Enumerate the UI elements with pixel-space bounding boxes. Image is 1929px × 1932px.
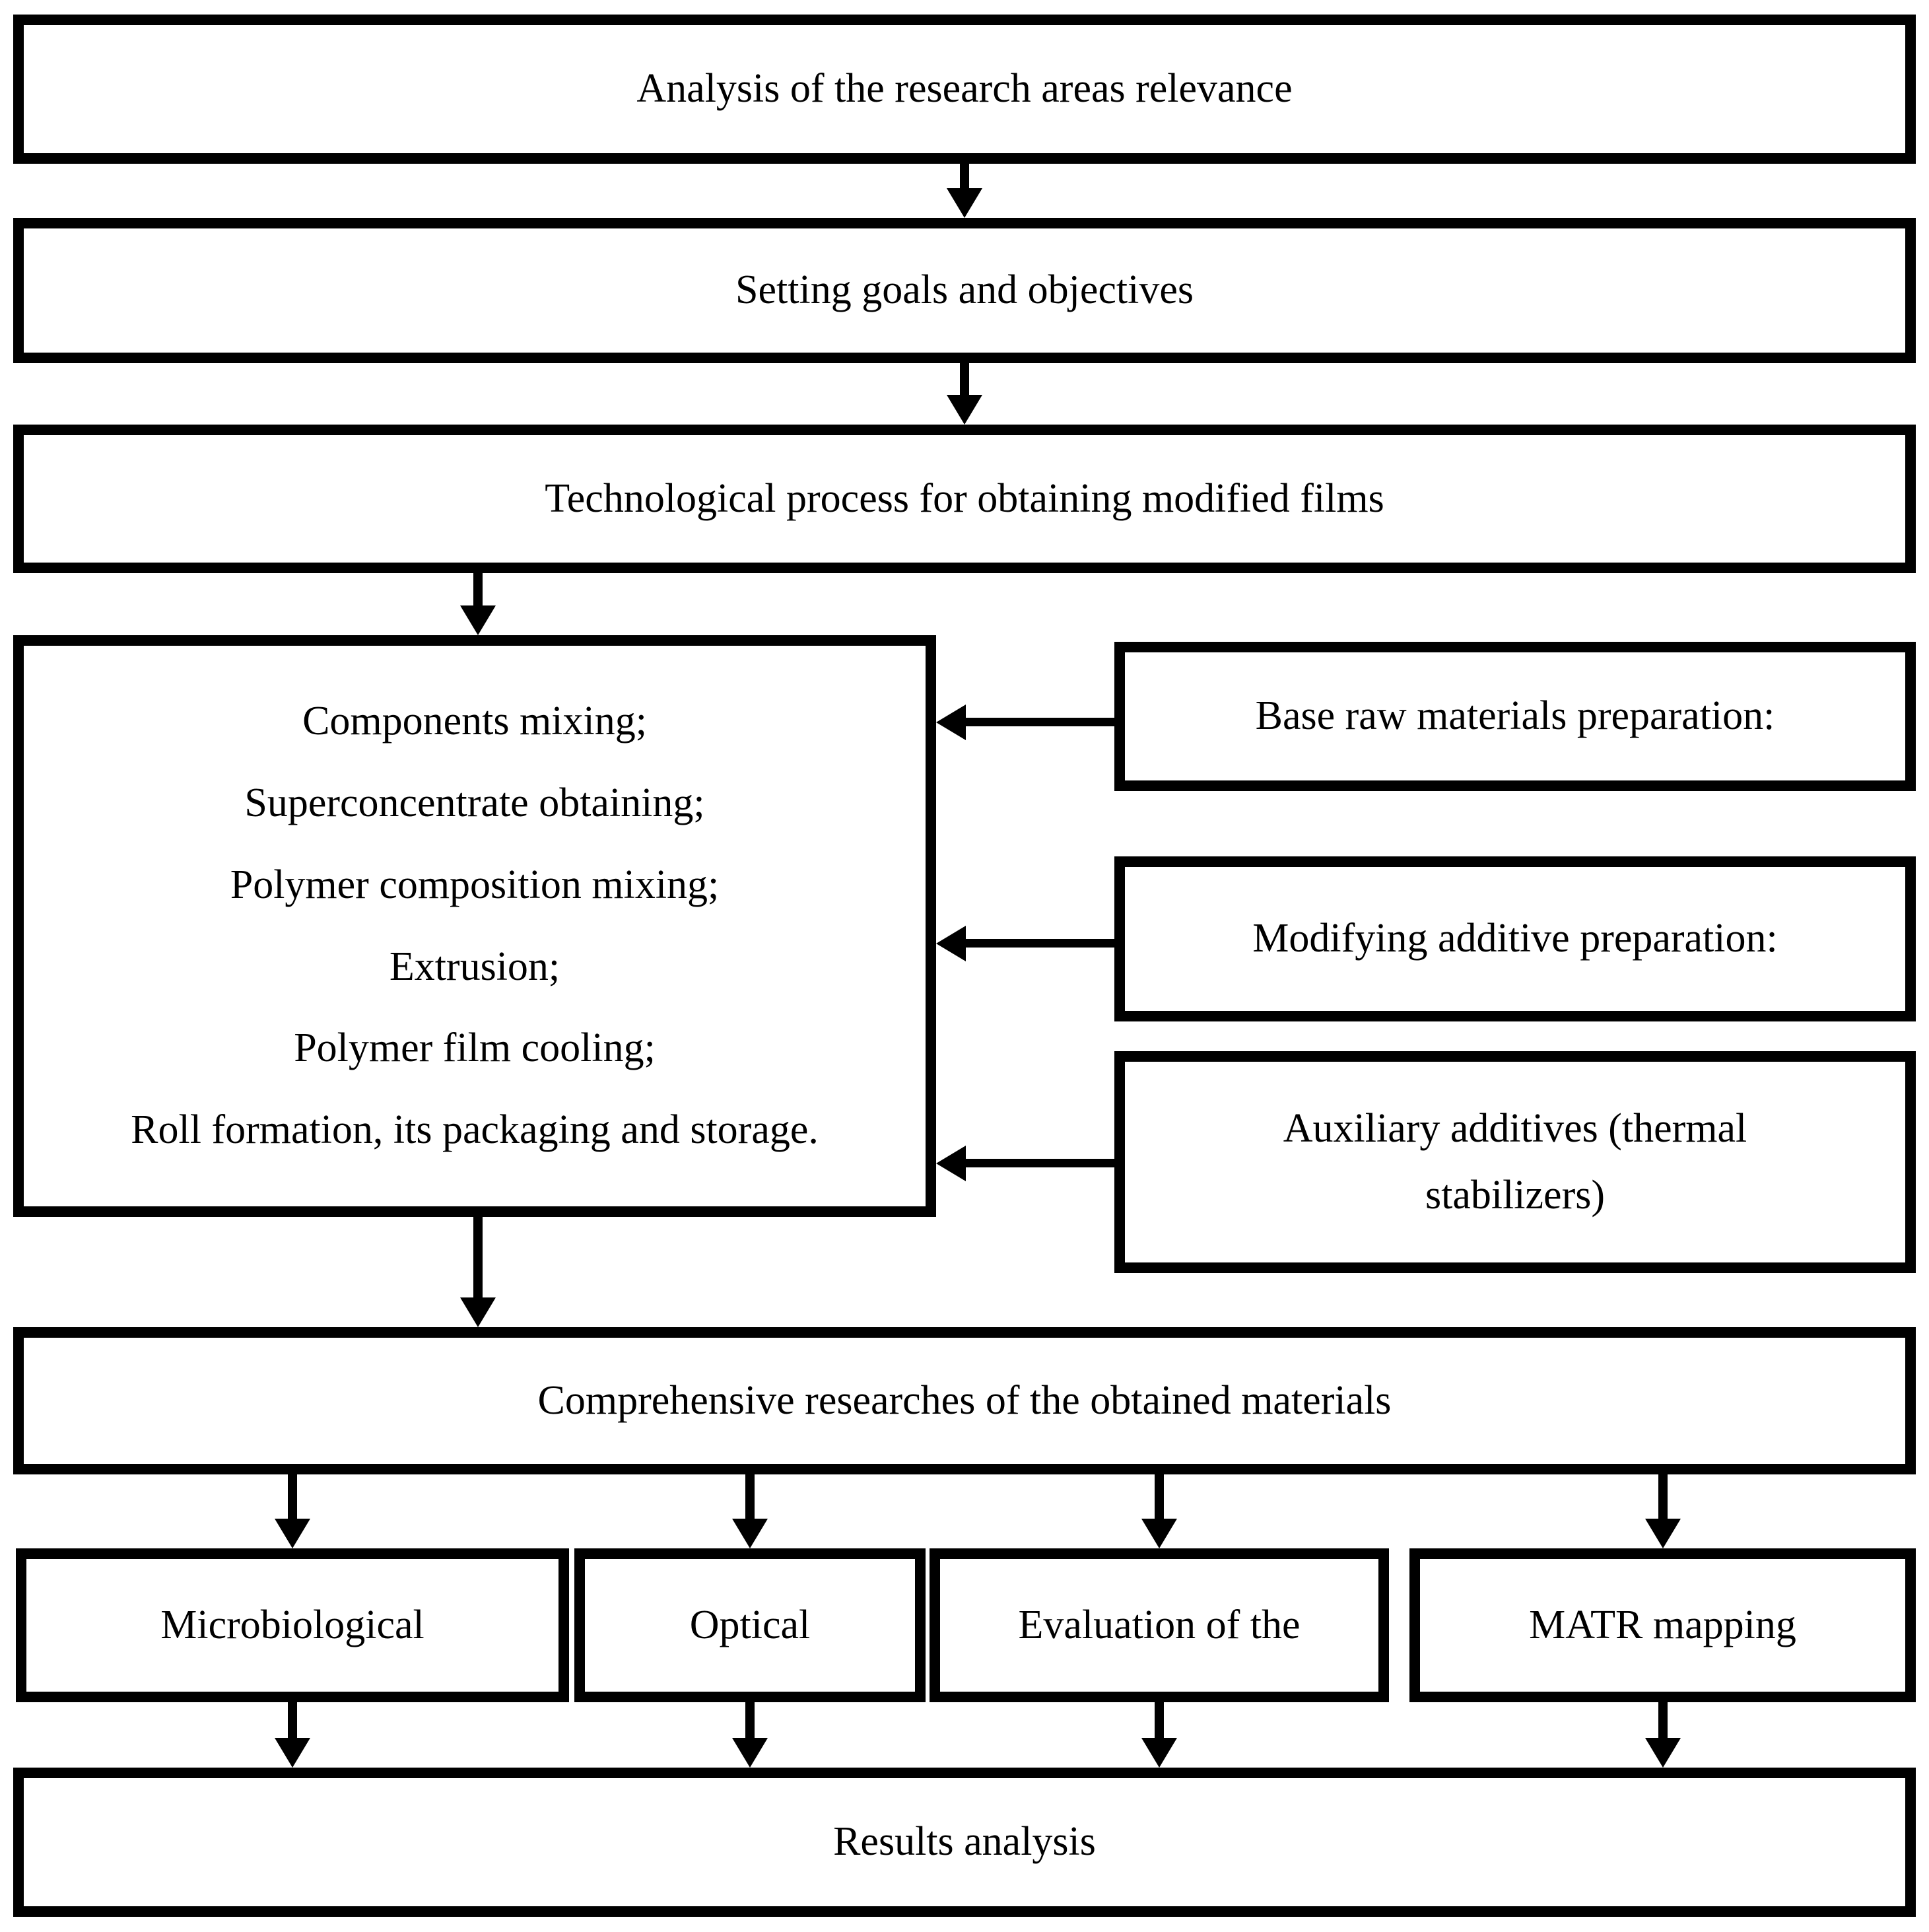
- arrow-shaft: [960, 363, 969, 396]
- node-evaluation-label: Evaluation of the: [1018, 1602, 1301, 1647]
- arrow-evaluation-to-results: [1141, 1702, 1177, 1768]
- arrow-head-down-icon: [947, 188, 982, 218]
- arrow-shaft: [965, 939, 1114, 948]
- node-goals-label: Setting goals and objectives: [735, 267, 1194, 313]
- arrow-head-down-icon: [732, 1738, 768, 1768]
- arrow-shaft: [1155, 1702, 1164, 1739]
- arrow-head-down-icon: [275, 1519, 310, 1548]
- arrow-shaft: [960, 164, 969, 190]
- node-modifying-label: Modifying additive preparation:: [1252, 916, 1778, 961]
- arrow-head-down-icon: [1645, 1738, 1681, 1768]
- step-components-mixing: Components mixing;: [302, 699, 647, 744]
- arrow-head-left-icon: [936, 705, 966, 740]
- arrow-process-to-steps: [460, 573, 496, 635]
- node-comprehensive: Comprehensive researches of the obtained…: [13, 1327, 1916, 1474]
- node-evaluation: Evaluation of the: [930, 1548, 1389, 1702]
- node-results: Results analysis: [13, 1768, 1916, 1917]
- step-polymer-composition: Polymer composition mixing;: [230, 862, 720, 907]
- arrow-shaft: [1658, 1474, 1668, 1520]
- node-goals: Setting goals and objectives: [13, 218, 1916, 363]
- node-process: Technological process for obtaining modi…: [13, 425, 1916, 573]
- node-microbiological: Microbiological: [16, 1548, 569, 1702]
- arrow-comprehensive-to-optical: [732, 1474, 768, 1548]
- arrow-shaft: [965, 1159, 1114, 1167]
- node-modifying: Modifying additive preparation:: [1114, 856, 1916, 1021]
- arrow-shaft: [745, 1474, 755, 1520]
- node-process-label: Technological process for obtaining modi…: [545, 475, 1384, 521]
- arrow-shaft: [1658, 1702, 1668, 1739]
- node-base-raw: Base raw materials preparation:: [1114, 642, 1916, 791]
- arrow-head-down-icon: [1141, 1519, 1177, 1548]
- arrow-comprehensive-to-evaluation: [1141, 1474, 1177, 1548]
- arrow-comprehensive-to-microbiological: [275, 1474, 310, 1548]
- node-auxiliary-label-line2: stabilizers): [1425, 1172, 1605, 1218]
- arrow-shaft: [965, 718, 1114, 726]
- arrow-goals-to-process: [947, 363, 982, 425]
- node-auxiliary: Auxiliary additives (thermal stabilizers…: [1114, 1051, 1916, 1273]
- arrow-steps-to-comprehensive: [460, 1217, 496, 1327]
- node-matr-label: MATR mapping: [1529, 1602, 1796, 1647]
- arrow-comprehensive-to-matr: [1645, 1474, 1681, 1548]
- arrow-microbiological-to-results: [275, 1702, 310, 1768]
- arrow-head-down-icon: [1141, 1738, 1177, 1768]
- node-microbiological-label: Microbiological: [160, 1602, 424, 1647]
- arrow-shaft: [288, 1474, 297, 1520]
- step-extrusion: Extrusion;: [389, 944, 560, 989]
- arrow-head-down-icon: [275, 1738, 310, 1768]
- step-superconcentrate: Superconcentrate obtaining;: [244, 780, 705, 826]
- arrow-shaft: [1155, 1474, 1164, 1520]
- node-optical: Optical: [574, 1548, 926, 1702]
- node-analysis-label: Analysis of the research areas relevance: [636, 66, 1293, 112]
- node-comprehensive-label: Comprehensive researches of the obtained…: [537, 1377, 1392, 1423]
- arrow-shaft: [473, 1217, 483, 1299]
- arrow-shaft: [745, 1702, 755, 1739]
- node-auxiliary-label-line1: Auxiliary additives (thermal: [1283, 1106, 1747, 1151]
- step-film-cooling: Polymer film cooling;: [294, 1025, 656, 1071]
- arrow-shaft: [473, 573, 483, 607]
- arrow-head-left-icon: [936, 926, 966, 961]
- step-roll-formation: Roll formation, its packaging and storag…: [131, 1107, 819, 1153]
- arrow-modifying-to-steps: [936, 926, 1114, 961]
- arrow-base-raw-to-steps: [936, 705, 1114, 740]
- arrow-head-down-icon: [947, 395, 982, 425]
- node-base-raw-label: Base raw materials preparation:: [1255, 693, 1775, 739]
- arrow-head-left-icon: [936, 1146, 966, 1181]
- arrow-head-down-icon: [1645, 1519, 1681, 1548]
- arrow-analysis-to-goals: [947, 164, 982, 218]
- arrow-head-down-icon: [460, 605, 496, 635]
- arrow-auxiliary-to-steps: [936, 1146, 1114, 1181]
- arrow-shaft: [288, 1702, 297, 1739]
- arrow-optical-to-results: [732, 1702, 768, 1768]
- node-matr: MATR mapping: [1409, 1548, 1916, 1702]
- node-analysis: Analysis of the research areas relevance: [13, 15, 1916, 164]
- node-results-label: Results analysis: [833, 1819, 1096, 1865]
- arrow-matr-to-results: [1645, 1702, 1681, 1768]
- arrow-head-down-icon: [460, 1297, 496, 1327]
- node-steps: Components mixing; Superconcentrate obta…: [13, 635, 936, 1217]
- arrow-head-down-icon: [732, 1519, 768, 1548]
- node-optical-label: Optical: [689, 1602, 811, 1647]
